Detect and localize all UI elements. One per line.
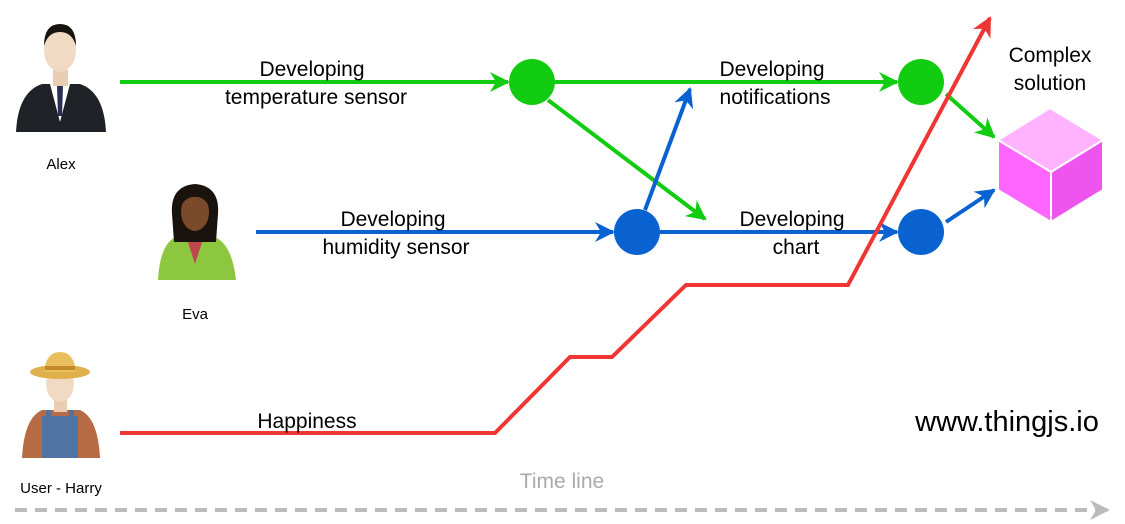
farmer-user-icon [22, 352, 100, 458]
harry-label: User - Harry [20, 480, 102, 497]
humidity-milestone-node [614, 209, 660, 255]
businesswoman-icon [158, 184, 236, 280]
chart-to-solution-arrow [944, 188, 996, 224]
notifications-to-solution-arrow [944, 92, 996, 139]
temperature-to-chart-arrow [546, 98, 707, 221]
notifications-milestone-node [898, 59, 944, 105]
harry-avatar: User - Harry [20, 352, 102, 497]
humidity-to-notifications-arrow [643, 87, 694, 211]
timeline-label: Time line [520, 470, 604, 493]
alex-avatar: Alex [16, 24, 106, 173]
cube-icon [996, 106, 1105, 224]
businessman-icon [16, 24, 106, 132]
temperature-milestone-node [509, 59, 555, 105]
chart-milestone-node [898, 209, 944, 255]
alex-label: Alex [46, 156, 76, 173]
happiness-line [120, 16, 992, 435]
eva-avatar: Eva [158, 184, 236, 323]
website-label: www.thingjs.io [914, 406, 1099, 438]
eva-label: Eva [182, 306, 209, 323]
happiness-label: Happiness [257, 410, 356, 433]
